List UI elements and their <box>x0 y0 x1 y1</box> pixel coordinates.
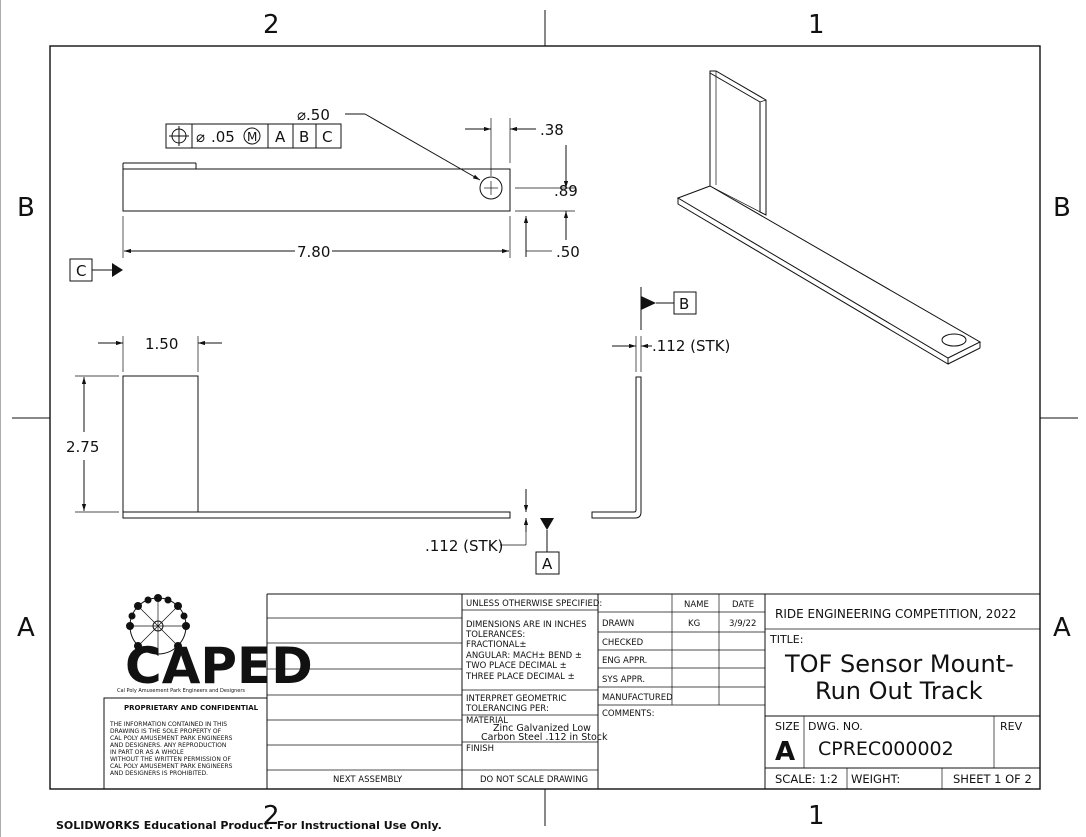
iso-mounting-hole <box>941 333 967 347</box>
rev-label: REV <box>1000 720 1023 733</box>
row-sys-appr-label: SYS APPR. <box>602 675 645 685</box>
fcf-tolerance: .05 <box>211 128 235 146</box>
tolerance-line-6: THREE PLACE DECIMAL ± <box>465 672 575 682</box>
material-value-2: Carbon Steel .112 in Stock <box>481 732 608 743</box>
front-view <box>122 375 511 519</box>
fcf-modifier: M <box>247 130 257 144</box>
zone-label-right-b: B <box>1053 193 1071 223</box>
row-manufactured-label: MANUFACTURED <box>602 693 673 703</box>
height-dimension: 2.75 <box>66 438 99 456</box>
datum-a-label: A <box>542 555 553 573</box>
row-drawn-date: 3/9/22 <box>729 619 756 629</box>
col-date-header: DATE <box>732 600 754 610</box>
ferris-wheel-icon <box>126 594 190 655</box>
mounting-hole <box>479 176 503 200</box>
fcf-diameter-symbol: ⌀ <box>196 128 205 146</box>
mmc-icon <box>243 127 261 145</box>
comments-label: COMMENTS: <box>602 709 654 719</box>
logo-tagline: Cal Poly Amusement Park Engineers and De… <box>117 688 245 694</box>
tolerance-line-5: TWO PLACE DECIMAL ± <box>465 661 567 671</box>
confidential-line-3: CAL POLY AMUSEMENT PARK ENGINEERS <box>110 735 233 742</box>
title-block: UNLESS OTHERWISE SPECIFIED: DIMENSIONS A… <box>266 593 1040 789</box>
confidential-line-5: IN PART OR AS A WHOLE <box>110 749 184 756</box>
thickness-front-dimension: .112 (STK) <box>425 537 503 555</box>
material-label: MATERIAL <box>466 716 508 726</box>
datum-c-label: C <box>76 262 86 280</box>
scale-label: SCALE: 1:2 <box>775 772 838 786</box>
datum-b-box <box>673 291 697 315</box>
dwg-no-value: CPREC000002 <box>818 738 954 760</box>
weight-label: WEIGHT: <box>851 772 900 786</box>
educational-footer: SOLIDWORKS Educational Product. For Inst… <box>56 819 442 832</box>
zone-label-top-2: 2 <box>263 10 280 40</box>
do-not-scale-label: DO NOT SCALE DRAWING <box>480 775 588 785</box>
zone-label-left-b: B <box>17 193 35 223</box>
interpret-line-1: INTERPRET GEOMETRIC <box>466 694 567 704</box>
confidential-line-2: DRAWING IS THE SOLE PROPERTY OF <box>110 728 222 735</box>
zone-label-left-a: A <box>17 613 35 643</box>
overall-length-dimension: 7.80 <box>297 243 330 261</box>
width-dimension: 1.50 <box>145 335 178 353</box>
next-assembly-label: NEXT ASSEMBLY <box>333 775 403 785</box>
thickness-side-dimension: .112 (STK) <box>652 337 730 355</box>
hole-diameter-dimension: ⌀.50 <box>297 106 330 124</box>
hole-edge-dimension: .38 <box>540 121 564 139</box>
fcf-datum-a: A <box>275 128 286 146</box>
zone-label-right-a: A <box>1053 613 1071 643</box>
row-eng-appr-label: ENG APPR. <box>602 656 647 666</box>
confidential-line-8: AND DESIGNERS IS PROHIBITED. <box>110 770 208 777</box>
material-value-1: Zinc Galvanized Low <box>493 723 591 734</box>
position-icon <box>169 126 189 146</box>
size-value: A <box>775 737 795 767</box>
hole-height-dimension: .89 <box>554 182 578 200</box>
interpret-line-2: TOLERANCING PER: <box>465 704 549 714</box>
fcf-datum-b: B <box>299 128 309 146</box>
sheet-label: SHEET 1 OF 2 <box>953 772 1032 786</box>
dwg-no-label: DWG. NO. <box>808 720 863 733</box>
side-view <box>591 376 642 519</box>
bottom-offset-dimension: .50 <box>556 243 580 261</box>
tolerance-line-2: TOLERANCES: <box>465 630 525 640</box>
tolerance-line-1: DIMENSIONS ARE IN INCHES <box>466 620 586 630</box>
fcf-datum-c: C <box>322 128 332 146</box>
row-drawn-label: DRAWN <box>602 619 634 629</box>
title-label: TITLE: <box>769 633 803 646</box>
confidential-line-7: CAL POLY AMUSEMENT PARK ENGINEERS <box>110 763 233 770</box>
zone-label-top-1: 1 <box>808 10 825 40</box>
zone-label-bottom-1: 1 <box>808 801 825 831</box>
tolerance-header: UNLESS OTHERWISE SPECIFIED: <box>466 599 602 609</box>
confidential-line-1: THE INFORMATION CONTAINED IN THIS <box>109 721 227 728</box>
row-drawn-name: KG <box>688 619 700 629</box>
confidential-header: PROPRIETARY AND CONFIDENTIAL <box>124 704 259 712</box>
tolerance-line-3: FRACTIONAL± <box>466 640 526 650</box>
confidential-box <box>103 697 268 790</box>
finish-label: FINISH <box>466 744 494 754</box>
row-checked-label: CHECKED <box>602 638 644 648</box>
isometric-view <box>676 70 982 365</box>
zone-label-bottom-2: 2 <box>263 801 280 831</box>
col-name-header: NAME <box>684 600 709 610</box>
confidential-line-6: WITHOUT THE WRITTEN PERMISSION OF <box>110 756 231 763</box>
drawing-title-line-2: Run Out Track <box>815 677 983 705</box>
company-name: RIDE ENGINEERING COMPETITION, 2022 <box>775 607 1016 621</box>
drawing-title-line-1: TOF Sensor Mount- <box>784 650 1014 678</box>
size-label: SIZE <box>775 720 800 733</box>
datum-a-box <box>535 551 560 575</box>
datum-b-label: B <box>679 295 689 313</box>
top-view <box>122 162 511 212</box>
logo-name: CAPED <box>125 637 313 695</box>
feature-control-frame: ⌀ .05 M A B C <box>165 123 342 149</box>
tolerance-line-4: ANGULAR: MACH± BEND ± <box>466 651 582 661</box>
confidential-line-4: AND DESIGNERS. ANY REPRODUCTION <box>110 742 226 749</box>
